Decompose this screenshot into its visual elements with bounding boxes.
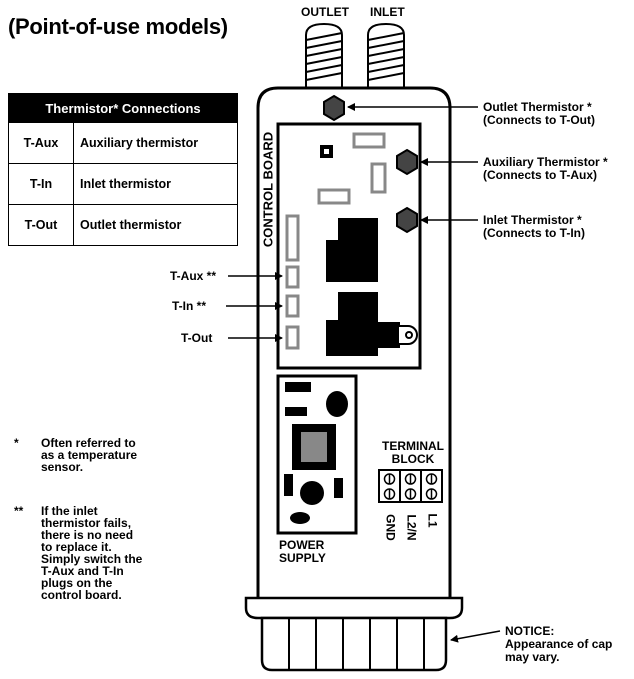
outlet-thermistor-icon (323, 94, 345, 122)
gnd-label: GND (383, 514, 398, 541)
cap-base (260, 616, 448, 672)
board-component (352, 132, 386, 149)
board-component (317, 188, 351, 205)
callout-line: Outlet Thermistor * (483, 100, 592, 114)
callout-line: (Connects to T-In) (483, 226, 585, 240)
notice-callout: NOTICE: Appearance of cap may vary. (505, 625, 612, 664)
note-line: Often referred to (41, 436, 136, 450)
power-supply-label: POWER SUPPLY (279, 539, 326, 565)
aux-thermistor-icon (396, 148, 418, 176)
tout-connector-label: T-Out (181, 331, 213, 345)
tin-connector (285, 294, 300, 318)
inlet-label: INLET (370, 5, 405, 19)
notice-line: NOTICE: (505, 624, 555, 638)
table-header: Thermistor* Connections (8, 93, 238, 123)
table-cell-desc: Inlet thermistor (73, 163, 238, 205)
note-line: If the inlet (41, 504, 98, 518)
cap-top (244, 596, 464, 620)
footnote-2: ** If the inlet thermistor fails, there … (14, 505, 214, 615)
note-line: control board. (41, 588, 122, 602)
outlet-fitting (305, 22, 343, 91)
terminal-block-title: TERMINAL BLOCK (377, 440, 449, 466)
aux-thermistor-callout: Auxiliary Thermistor * (Connects to T-Au… (483, 156, 608, 182)
terminal-block-title-line: TERMINAL (382, 439, 444, 453)
callout-line: Auxiliary Thermistor * (483, 155, 608, 169)
table-row: T-In Inlet thermistor (8, 163, 238, 205)
table-cell-code: T-In (8, 163, 74, 205)
taux-plug (285, 265, 300, 289)
callout-line: (Connects to T-Aux) (483, 168, 597, 182)
triac (378, 322, 400, 348)
footnote-text: Often referred to as a temperature senso… (41, 437, 137, 473)
control-board-label: CONTROL BOARD (260, 131, 276, 248)
taux-connector (285, 214, 300, 262)
inlet-thermistor-icon (396, 206, 418, 234)
relay-2 (326, 292, 378, 356)
table-header-row: Thermistor* Connections (8, 93, 238, 123)
outlet-label: OUTLET (301, 5, 349, 19)
callout-line: (Connects to T-Out) (483, 113, 595, 127)
table-row: T-Out Outlet thermistor (8, 204, 238, 246)
outlet-thermistor-callout: Outlet Thermistor * (Connects to T-Out) (483, 101, 595, 127)
board-component (370, 162, 387, 194)
inlet-fitting (367, 22, 405, 91)
terminal-screw-slots (388, 474, 433, 499)
tin-connector-label: T-In ** (172, 299, 207, 313)
inlet-thermistor-callout: Inlet Thermistor * (Connects to T-In) (483, 214, 585, 240)
note-line: to replace it. (41, 540, 112, 554)
cap-ridges (288, 618, 425, 670)
footnote-text: If the inlet thermistor fails, there is … (41, 505, 142, 601)
note-line: T-Aux and T-In (41, 564, 124, 578)
power-supply-line: POWER (279, 538, 325, 552)
l1-label: L1 (425, 513, 440, 528)
footnote-1: * Often referred to as a temperature sen… (14, 437, 214, 477)
note-line: there is no need (41, 528, 134, 542)
terminal-block-title-line: BLOCK (391, 452, 435, 466)
table-cell-code: T-Out (8, 204, 74, 246)
page-title: (Point-of-use models) (8, 14, 228, 39)
footnote-marker: * (14, 436, 19, 450)
note-line: plugs on the (41, 576, 113, 590)
note-line: as a temperature (41, 448, 138, 462)
footnote-marker: ** (14, 504, 24, 518)
note-line: Simply switch the (41, 552, 143, 566)
power-supply-line: SUPPLY (279, 551, 326, 565)
notice-arrow (450, 630, 501, 643)
l2n-label: L2/N (404, 514, 419, 541)
table-cell-desc: Outlet thermistor (73, 204, 238, 246)
taux-connector-label: T-Aux ** (170, 269, 217, 283)
note-line: sensor. (41, 460, 84, 474)
relay-1 (326, 218, 378, 282)
callout-line: Inlet Thermistor * (483, 213, 582, 227)
notice-line: Appearance of cap (505, 637, 613, 651)
thermistor-connections-table: Thermistor* Connections T-Aux Auxiliary … (8, 93, 238, 246)
table-cell-code: T-Aux (8, 122, 74, 164)
table-cell-desc: Auxiliary thermistor (73, 122, 238, 164)
table-row: T-Aux Auxiliary thermistor (8, 122, 238, 164)
tout-connector (285, 325, 300, 350)
notice-line: may vary. (505, 650, 560, 664)
note-line: thermistor fails, (41, 516, 132, 530)
